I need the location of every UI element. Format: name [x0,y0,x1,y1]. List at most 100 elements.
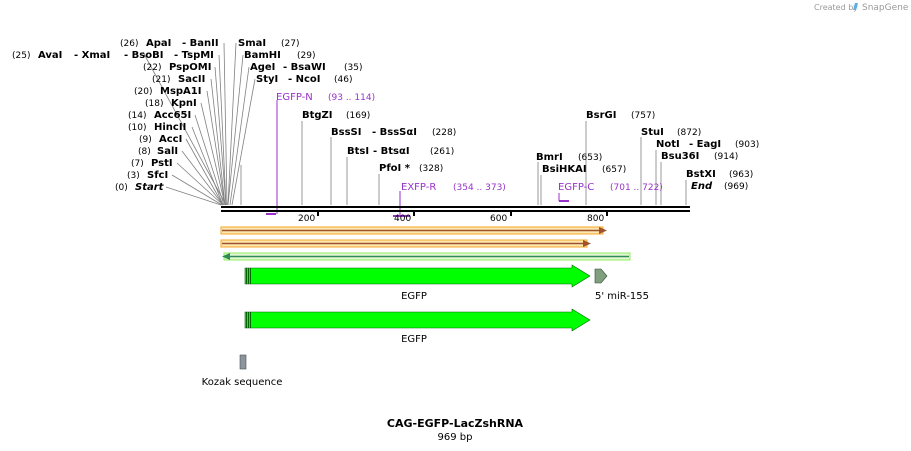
enzyme-sali[interactable]: SalI [157,146,178,157]
enzyme-acci[interactable]: AccI [159,134,182,145]
enzyme-pos-start: (0) [115,183,128,193]
enzyme-sacii[interactable]: SacII [178,74,205,85]
primer-range-egfp-n: (93 .. 114) [328,93,375,103]
enzyme-smai[interactable]: SmaI [238,38,266,49]
enzyme-bsu36i[interactable]: Bsu36I [661,151,699,162]
leader-pspomi [214,66,227,206]
enzyme-bsihkai[interactable]: BsiHKAI [542,164,587,175]
orf-2-arrow-icon [583,240,591,247]
enzyme-eagi[interactable]: - EagI [689,139,721,150]
leader-sali [181,150,224,206]
leader-bamhi [227,54,244,206]
enzyme-xmai[interactable]: - XmaI [74,50,110,61]
orf-arrows [220,226,631,261]
enzyme-btgzi[interactable]: BtgZI [302,110,333,121]
leader-apai [223,42,228,206]
tick-mark-400 [413,210,415,216]
enzyme-pos-bsu36i: (914) [714,152,738,162]
primer-egfp-n[interactable]: EGFP-N [276,92,313,103]
enzyme-hincii[interactable]: HincII [154,122,186,133]
enzyme-bsssai[interactable]: - BssSαI [372,127,417,138]
enzyme-pos-pfoi: (328) [419,164,443,174]
enzyme-acc65i[interactable]: Acc65I [154,110,191,121]
enzyme-noti[interactable]: NotI [656,139,680,150]
enzyme-start[interactable]: Start [135,182,165,193]
features: EGFP 5' miR-155 EGFP Kozak sequence [202,264,649,388]
enzyme-pos-bsrgi: (757) [631,111,655,121]
enzyme-pspomi[interactable]: PspOMI [169,62,211,73]
enzyme-pos-bmri: (653) [578,153,602,163]
enzyme-bamhi[interactable]: BamHI [244,50,281,61]
feature-egfp-1-label: EGFP [401,291,427,302]
ruler: 200 400 600 800 [298,210,608,224]
enzyme-btsi[interactable]: BtsI [347,146,369,157]
leader-styi [231,78,256,206]
leader-smai [227,42,237,206]
feature-mir155[interactable] [594,268,608,284]
primer-range-exfp-r: (354 .. 373) [453,183,506,193]
leader-avai [142,51,227,206]
enzyme-pos-bsssi: (228) [432,128,456,138]
enzyme-end[interactable]: End [691,181,713,192]
enzyme-pos-sali: (8) [138,147,151,157]
enzyme-avai[interactable]: AvaI [38,50,62,61]
enzyme-kpni[interactable]: KpnI [171,98,197,109]
enzyme-leader-lines [142,42,687,206]
enzyme-labels: (25) AvaI - XmaI (26) ApaI - BanII - Bso… [12,38,759,193]
orf-3-arrow-icon [222,253,230,260]
tick-label-600: 600 [490,214,507,224]
enzyme-btsai[interactable]: - BtsαI [373,146,410,157]
feature-egfp-2-label: EGFP [401,334,427,345]
enzyme-bstxi[interactable]: BstXI [686,169,716,180]
enzyme-tspmi[interactable]: - TspMI [174,50,214,61]
tick-mark-600 [510,210,512,216]
enzyme-pos-sfci: (3) [127,171,140,181]
enzyme-agei[interactable]: AgeI [250,62,275,73]
feature-kozak-label: Kozak sequence [202,377,283,388]
feature-egfp-2-hatch [245,312,251,328]
sequence-backbone[interactable] [221,206,690,212]
enzyme-styi[interactable]: StyI [256,74,278,85]
enzyme-pos-acc65i: (14) [128,111,146,121]
tick-label-800: 800 [587,214,604,224]
enzyme-pos-btgzi: (169) [346,111,370,121]
primer-exfp-r[interactable]: EXFP-R [401,182,436,193]
leader-kpni [200,102,226,206]
feature-egfp-1[interactable] [244,264,591,288]
enzyme-pos-bsihkai: (657) [602,165,626,175]
enzyme-bmri[interactable]: BmrI [536,152,563,163]
feature-mir155-label: 5' miR-155 [595,291,649,302]
enzyme-bsawi[interactable]: - BsaWI [283,62,326,73]
enzyme-pfoi[interactable]: PfoI * [379,163,411,174]
tick-mark-200 [317,210,319,216]
enzyme-sfci[interactable]: SfcI [147,170,168,181]
leader-mspa1i [206,90,226,206]
orf-1-arrow-icon [599,227,607,234]
tick-label-400: 400 [394,214,411,224]
enzyme-pos-acci: (9) [139,135,152,145]
enzyme-bsrgi[interactable]: BsrGI [586,110,616,121]
feature-egfp-2[interactable] [244,308,591,332]
leader-agei [229,66,250,206]
primers: EGFP-N (93 .. 114) EXFP-R (354 .. 373) E… [266,92,663,217]
feature-kozak[interactable] [239,354,247,370]
enzyme-psti[interactable]: PstI [151,158,173,169]
enzyme-pos-apai: (26) [120,39,138,49]
enzyme-pos-end: (969) [724,182,748,192]
enzyme-bsobi[interactable]: - BsoBI [124,50,163,61]
leader-bsobi [218,54,227,206]
enzyme-pos-avai: (25) [12,51,30,61]
enzyme-pos-stui: (872) [677,128,701,138]
enzyme-mspa1i[interactable]: MspA1I [160,86,201,97]
enzyme-pos-kpni: (18) [145,99,163,109]
leader-acc65i [194,114,225,206]
enzyme-apai[interactable]: ApaI [146,38,171,49]
leader-psti [176,162,224,206]
enzyme-banii[interactable]: - BanII [182,38,219,49]
snapgene-logo-icon [853,3,858,10]
snapgene-brand: SnapGene [862,3,909,13]
enzyme-ncoi[interactable]: - NcoI [288,74,321,85]
enzyme-stui[interactable]: StuI [641,127,664,138]
enzyme-bsssi[interactable]: BssSI [331,127,361,138]
primer-egfp-c[interactable]: EGFP-C [558,182,594,193]
